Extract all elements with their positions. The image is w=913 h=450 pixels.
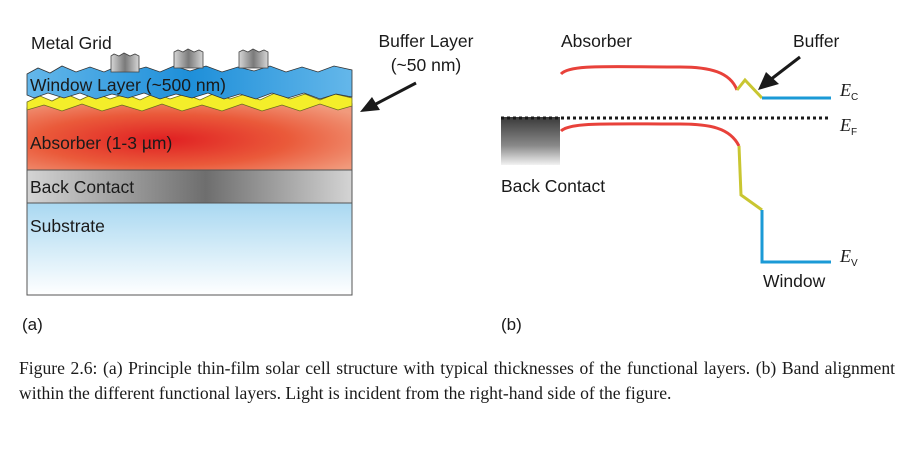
window-layer-label: Window Layer (~500 nm) (30, 75, 226, 95)
window-valence-band (760, 210, 831, 264)
figure-caption: Figure 2.6: (a) Principle thin-film sola… (19, 358, 895, 403)
metal-grid-finger (173, 48, 204, 69)
metal-grid-finger (238, 48, 269, 69)
back-contact-band-label: Back Contact (501, 176, 605, 196)
absorber-layer-label: Absorber (1-3 µm) (30, 133, 172, 153)
absorber-conduction-band (559, 65, 739, 91)
buffer-band-label: Buffer (793, 31, 840, 51)
panel-b: Absorber Buffer Back Contact Window EC E… (501, 31, 858, 334)
figure: Metal Grid Buffer Layer (~50 nm) Window … (22, 31, 858, 334)
metal-grid-label: Metal Grid (31, 33, 112, 53)
substrate-layer (26, 202, 353, 296)
back-contact-layer-label: Back Contact (30, 177, 134, 197)
buffer-layer-thickness-label: (~50 nm) (391, 55, 462, 75)
panel-b-label: (b) (501, 315, 522, 334)
metal-grid-finger (110, 52, 140, 73)
buffer-layer-arrowhead (360, 97, 380, 112)
back-contact-layer (26, 169, 353, 204)
conduction-band-edge-label: EC (839, 80, 858, 103)
panel-a-label: (a) (22, 315, 43, 334)
absorber-valence-band (559, 122, 741, 147)
buffer-layer-label: Buffer Layer (378, 31, 473, 51)
fermi-level-label: EF (839, 115, 857, 138)
back-contact-block (501, 117, 560, 165)
buffer-arrowhead (758, 72, 779, 90)
buffer-layer-arrow (373, 81, 417, 107)
substrate-layer-label: Substrate (30, 216, 105, 236)
buffer-conduction-band (735, 77, 764, 100)
valence-band-edge-label: EV (839, 246, 858, 269)
absorber-band-label: Absorber (561, 31, 632, 51)
panel-a: Metal Grid Buffer Layer (~50 nm) Window … (22, 31, 474, 334)
buffer-arrow (769, 55, 801, 82)
buffer-valence-band (737, 145, 763, 212)
window-band-label: Window (763, 271, 826, 291)
